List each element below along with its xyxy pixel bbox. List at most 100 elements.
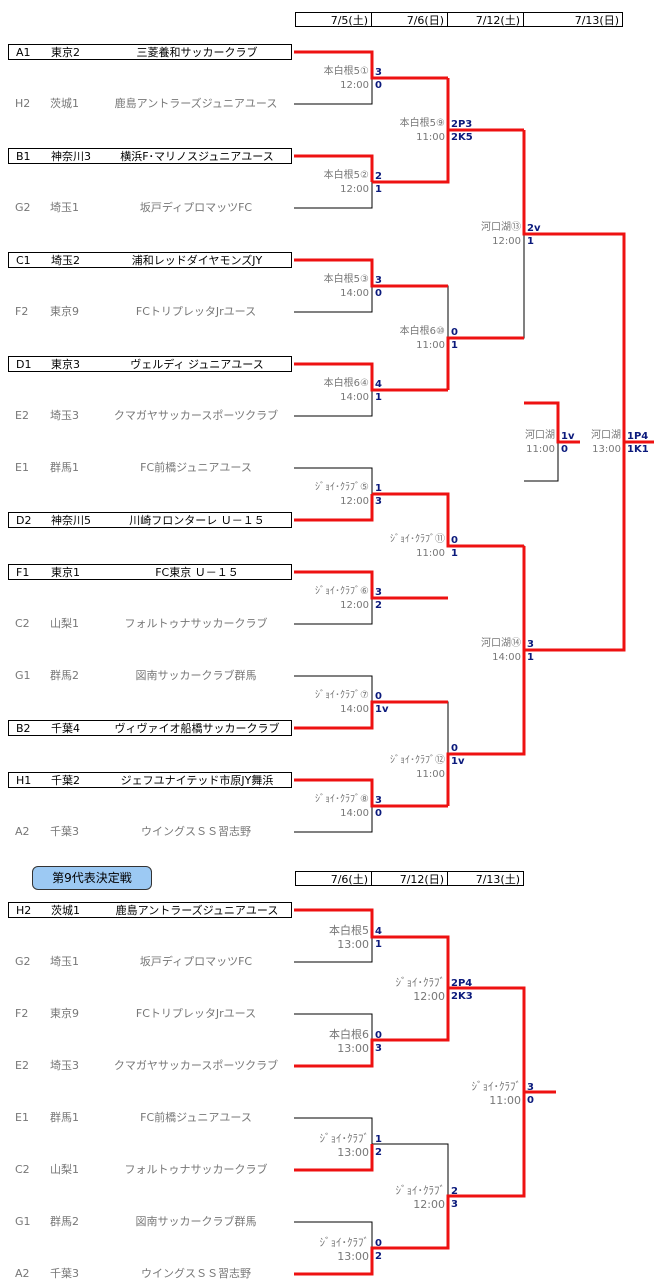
- score: 3: [375, 275, 382, 286]
- score: 2v: [527, 223, 541, 234]
- match-venue: 本白根5①: [323, 66, 369, 77]
- bracket-line-winner: [524, 401, 580, 444]
- bracket-line: [448, 234, 525, 339]
- section-title: 第9代表決定戦: [32, 866, 152, 890]
- match-time: 14:00: [340, 704, 369, 715]
- score: 1: [527, 652, 534, 663]
- score: 0: [375, 80, 382, 91]
- bracket-line: [448, 545, 525, 650]
- match-time: 13:00: [337, 1042, 369, 1055]
- bracket-line: [294, 937, 373, 963]
- score: 1P4: [627, 431, 649, 442]
- bracket-line: [294, 1221, 373, 1248]
- match-venue: ｼﾞｮｲ･ｸﾗﾌﾞ⑦: [315, 690, 369, 701]
- bracket-line-winner: [522, 130, 626, 442]
- bracket-line-winner: [446, 650, 526, 806]
- bracket-line: [294, 675, 373, 702]
- score: 3: [375, 587, 382, 598]
- score: 1K1: [627, 444, 649, 455]
- score: 0: [451, 327, 458, 338]
- match-venue: 本白根6: [329, 1028, 369, 1041]
- bracket-line-winner: [522, 440, 654, 652]
- match-time: 11:00: [489, 1094, 521, 1107]
- bracket-line-winner: [294, 778, 448, 808]
- score: 1: [375, 939, 382, 950]
- match-time: 14:00: [492, 652, 521, 663]
- match-time: 12:00: [492, 236, 521, 247]
- match-time: 13:00: [337, 1146, 369, 1159]
- score: 1v: [451, 756, 465, 767]
- bracket-line-winner: [294, 988, 450, 1068]
- score: 1: [451, 548, 458, 559]
- match-time: 12:00: [340, 80, 369, 91]
- bracket-line-winner: [294, 494, 374, 522]
- score: 1: [375, 483, 382, 494]
- match-venue: 河口湖: [591, 430, 621, 441]
- match-time: 14:00: [340, 808, 369, 819]
- score: 1: [375, 184, 382, 195]
- match-venue: 河口湖⑭: [481, 638, 521, 649]
- score: 0: [451, 535, 458, 546]
- score: 0: [527, 1095, 534, 1106]
- score: 2P3: [451, 119, 473, 130]
- match-venue: ｼﾞｮｲ･ｸﾗﾌﾞ⑧: [315, 794, 369, 805]
- bracket-line-winner: [294, 570, 448, 600]
- match-venue: ｼﾞｮｲ･ｸﾗﾌﾞ: [395, 1184, 446, 1197]
- score: 0: [375, 1030, 382, 1041]
- score: 0: [375, 288, 382, 299]
- date-header-r2: 7/12(日): [372, 871, 448, 886]
- match-venue: 本白根5⑨: [399, 118, 445, 129]
- score: 0: [375, 808, 382, 819]
- match-time: 12:00: [340, 496, 369, 507]
- match-time: 13:00: [592, 444, 621, 455]
- match-time: 12:00: [413, 990, 445, 1003]
- bracket-line-winner: [294, 362, 448, 392]
- score: 0: [451, 743, 458, 754]
- date-header-r1: 7/6(土): [295, 871, 372, 886]
- match-venue: 本白根6④: [323, 378, 369, 389]
- bracket-line-winner: [294, 1092, 526, 1276]
- bracket-line: [294, 806, 373, 833]
- bracket-line: [294, 286, 373, 313]
- score: 2K3: [451, 991, 473, 1002]
- match-venue: ｼﾞｮｲ･ｸﾗﾌﾞ: [319, 1236, 370, 1249]
- match-venue: ｼﾞｮｲ･ｸﾗﾌﾞ: [395, 976, 446, 989]
- score: 2: [451, 1186, 458, 1197]
- bracket-line: [294, 78, 373, 105]
- match-venue: ｼﾞｮｲ･ｸﾗﾌﾞ⑪: [390, 534, 445, 545]
- bracket-line-winner: [294, 258, 448, 288]
- score: 2: [375, 600, 382, 611]
- score: 0: [375, 1238, 382, 1249]
- score: 3: [375, 795, 382, 806]
- score: 1: [375, 1134, 382, 1145]
- score: 1: [375, 392, 382, 403]
- match-time: 13:00: [337, 1250, 369, 1263]
- match-venue: 河口湖: [525, 430, 555, 441]
- score: 1: [451, 340, 458, 351]
- date-header-final: 7/13(日): [524, 12, 623, 27]
- match-venue: ｼﾞｮｲ･ｸﾗﾌﾞ⑫: [390, 755, 445, 766]
- score: 2: [375, 171, 382, 182]
- score: 2K5: [451, 132, 473, 143]
- match-time: 11:00: [416, 769, 445, 780]
- score: 1: [527, 236, 534, 247]
- date-header-r2: 7/6(日): [372, 12, 448, 27]
- bracket-line: [294, 182, 373, 209]
- match-time: 11:00: [416, 340, 445, 351]
- bracket-line: [294, 1013, 373, 1040]
- score: 4: [375, 379, 382, 390]
